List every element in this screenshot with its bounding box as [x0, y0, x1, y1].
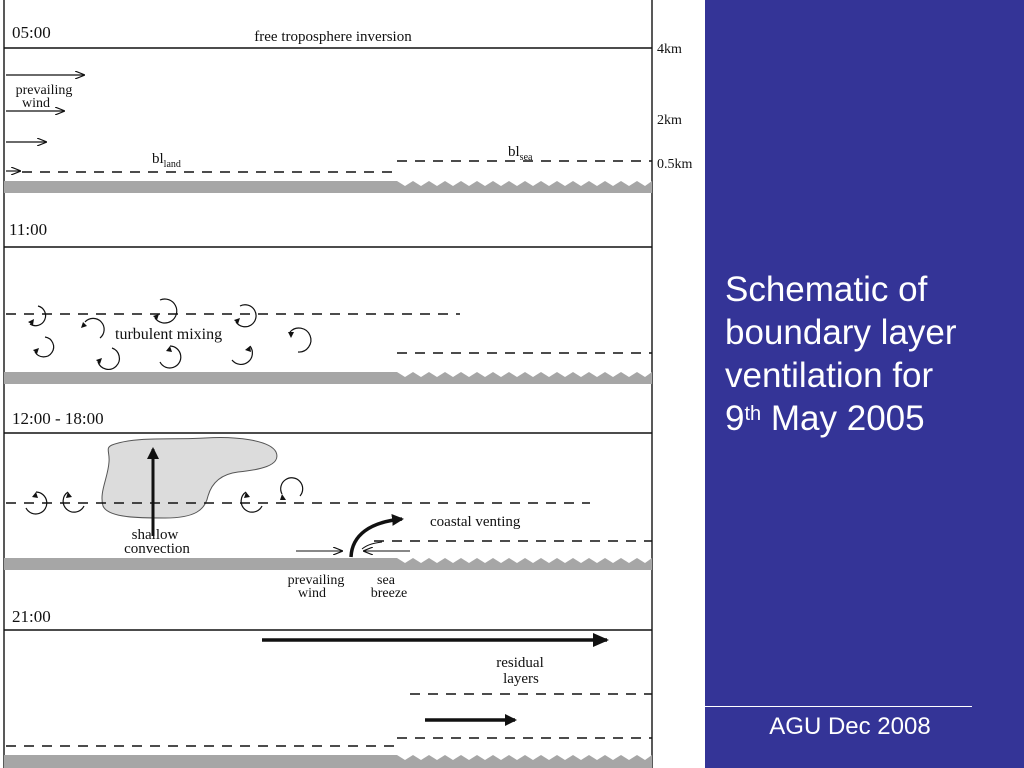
panel-2100: 21:00 residual layers — [4, 607, 652, 768]
bl-land-label: blland — [152, 151, 181, 170]
turbulent-mixing-label: turbulent mixing — [115, 326, 222, 343]
eddy-icon — [97, 347, 120, 370]
panel-time-label: 11:00 — [9, 220, 47, 239]
sea-breeze-label: breeze — [371, 586, 408, 601]
sea-surface — [397, 181, 652, 193]
eddy-icon — [84, 317, 105, 339]
prevailing-wind-label: prevailing — [288, 573, 345, 588]
eddy-icon — [62, 491, 85, 513]
residual-layers-label: residual — [496, 655, 543, 671]
panel-time-label: 21:00 — [12, 607, 51, 626]
eddy-arrowhead — [244, 492, 250, 498]
eddy-icon — [240, 491, 263, 513]
footer-divider — [705, 706, 972, 707]
coastal-venting-label: coastal venting — [430, 514, 521, 530]
eddy-arrowhead — [32, 492, 38, 498]
eddy-icon — [289, 327, 312, 353]
prevailing-wind-label: wind — [22, 96, 50, 111]
bl-sea-label: blsea — [508, 144, 533, 163]
title-sidebar: Schematic of boundary layer ventilation … — [705, 0, 1024, 768]
shallow-convection-label: shallow — [132, 527, 179, 543]
eddy-icon — [154, 298, 178, 324]
land-surface — [4, 372, 397, 384]
panel-time-label: 12:00 - 18:00 — [12, 409, 104, 428]
height-label-4km: 4km — [657, 42, 682, 57]
eddy-arrowhead — [66, 492, 72, 498]
panel-time-label: 05:00 — [12, 23, 51, 42]
eddy-icon — [34, 336, 55, 358]
eddy-arrowhead — [166, 346, 172, 352]
land-surface — [4, 181, 397, 193]
cloud-shape — [101, 437, 278, 519]
eddy-icon — [159, 345, 182, 369]
sea-breeze-label: sea — [377, 573, 396, 588]
slide-title-line: May 2005 — [761, 399, 925, 438]
residual-layers-label: layers — [503, 671, 539, 687]
eddy-arrowhead — [28, 319, 34, 325]
sea-surface — [397, 558, 652, 570]
slide-title: Schematic of boundary layer ventilation … — [725, 268, 1015, 440]
sea-surface — [397, 372, 652, 384]
shallow-convection-label: convection — [124, 541, 190, 557]
eddy-arrowhead — [280, 494, 286, 500]
panel-1100: 11:00 turbulent mixing — [4, 220, 652, 384]
footer-label: AGU Dec 2008 — [769, 713, 931, 740]
eddy-icon — [25, 491, 48, 515]
eddy-arrowhead — [234, 318, 240, 324]
land-surface — [4, 558, 397, 570]
eddy-icon — [29, 305, 47, 327]
sea-breeze-curl — [361, 541, 383, 550]
eddy-icon — [235, 304, 257, 328]
slide-title-day-suffix: th — [744, 403, 762, 425]
height-label-2km: 2km — [657, 113, 682, 128]
eddy-icon — [280, 477, 304, 497]
eddy-arrowhead — [33, 348, 39, 354]
eddy-arrowhead — [81, 322, 87, 328]
eddy-arrowhead — [96, 358, 102, 364]
eddy-icon — [231, 345, 253, 365]
slide-title-line: Schematic of — [725, 270, 928, 309]
boundary-layer-schematic: 05:00 free troposphere inversion 4km 2km… — [3, 0, 693, 768]
slide-title-line: ventilation for — [725, 356, 934, 395]
eddy-arrowhead — [245, 346, 251, 352]
panel-0500: 05:00 free troposphere inversion 4km 2km… — [4, 23, 693, 193]
prevailing-wind-label: wind — [298, 586, 326, 601]
height-label-05km: 0.5km — [657, 157, 693, 172]
slide-title-line: boundary layer — [725, 313, 957, 352]
slide-title-day: 9 — [725, 399, 745, 438]
eddy-arrowhead — [288, 332, 294, 338]
sea-surface — [397, 755, 652, 768]
panel-1200-1800: 12:00 - 18:00 shallow convection coastal… — [4, 409, 652, 601]
eddy-arrowhead — [153, 314, 159, 320]
prevailing-wind-label: prevailing — [16, 83, 73, 98]
coastal-venting-arrow — [349, 513, 404, 558]
land-surface — [4, 755, 397, 768]
inversion-label: free troposphere inversion — [254, 29, 412, 45]
